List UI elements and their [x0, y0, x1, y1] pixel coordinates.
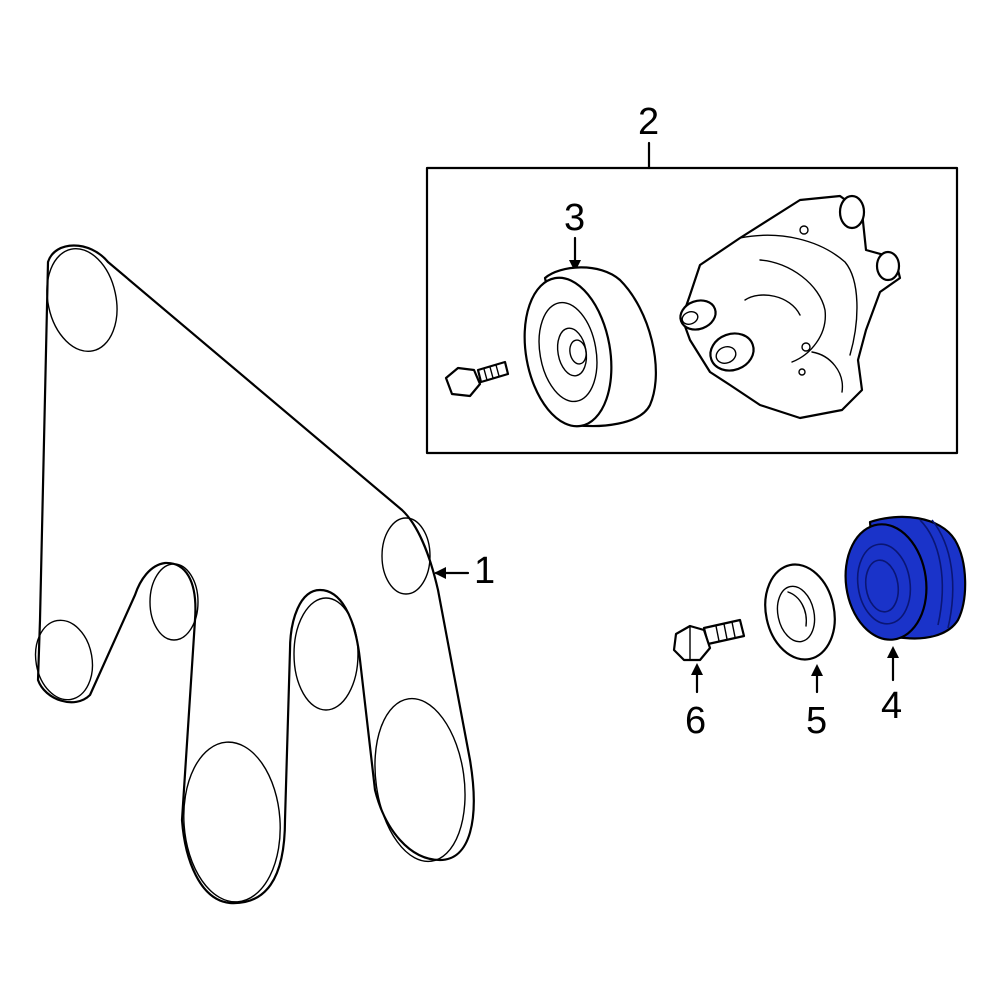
tensioner-pulley[interactable] — [514, 266, 657, 433]
belt-pulley-right-upper — [381, 517, 431, 595]
tensioner-body[interactable] — [676, 194, 902, 420]
callout-1-label[interactable]: 1 — [474, 550, 495, 592]
callout-1-leader — [434, 567, 470, 579]
belt-pulley-right-lower — [374, 697, 466, 863]
belt-pulley-center — [293, 597, 359, 711]
tensioner-assembly-group-box — [425, 166, 959, 455]
belt-pulley-lower-left — [34, 619, 94, 701]
callout-3-label[interactable]: 3 — [564, 197, 585, 239]
callout-6-leader — [691, 663, 703, 694]
callout-2-label[interactable]: 2 — [638, 101, 659, 143]
pulley-bolt[interactable] — [672, 618, 746, 662]
callout-5-label[interactable]: 5 — [806, 700, 827, 742]
callout-4-label[interactable]: 4 — [881, 685, 902, 727]
pulley-cover[interactable] — [757, 558, 843, 666]
belt-pulley-small — [149, 563, 199, 641]
belt-pulley-bottom — [183, 741, 281, 903]
callout-3-leader — [569, 236, 581, 272]
callout-4-leader — [887, 646, 899, 682]
idler-pulley[interactable] — [838, 515, 967, 645]
serpentine-belt[interactable] — [29, 242, 475, 905]
tensioner-bolt[interactable] — [444, 360, 510, 398]
callout-5-leader — [811, 664, 823, 694]
callout-6-label[interactable]: 6 — [685, 700, 706, 742]
belt-pulley-top-left — [46, 247, 118, 353]
